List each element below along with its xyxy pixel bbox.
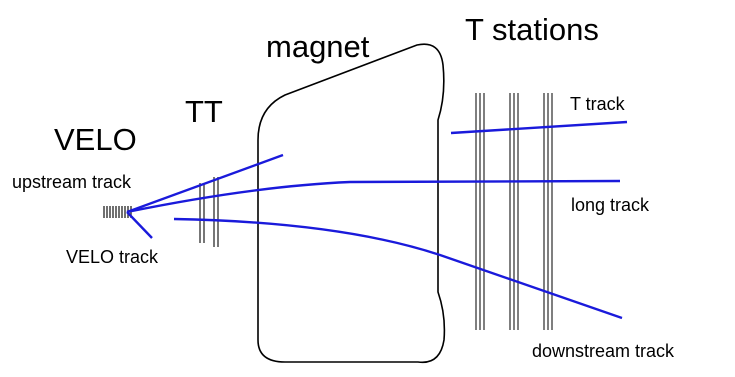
velo-track-line (126, 211, 153, 239)
velo-detector (103, 206, 132, 218)
upstream-track-label: upstream track (12, 172, 132, 192)
t-track-line (450, 120, 628, 135)
t-track-label: T track (570, 94, 626, 114)
long-track-line (126, 179, 621, 214)
t-stations-label: T stations (465, 12, 599, 47)
downstream-track-line (173, 217, 623, 320)
downstream-track-label: downstream track (532, 341, 675, 361)
tt-detector (199, 177, 219, 247)
magnet-outline (257, 43, 446, 364)
velo-label: VELO (54, 122, 137, 157)
t-stations-detector (475, 93, 553, 330)
long-track-label: long track (571, 195, 650, 215)
tracks (126, 120, 628, 320)
tt-label: TT (185, 94, 223, 129)
upstream-track-line (126, 153, 284, 214)
velo-track-label: VELO track (66, 247, 159, 267)
magnet-label: magnet (266, 29, 370, 64)
